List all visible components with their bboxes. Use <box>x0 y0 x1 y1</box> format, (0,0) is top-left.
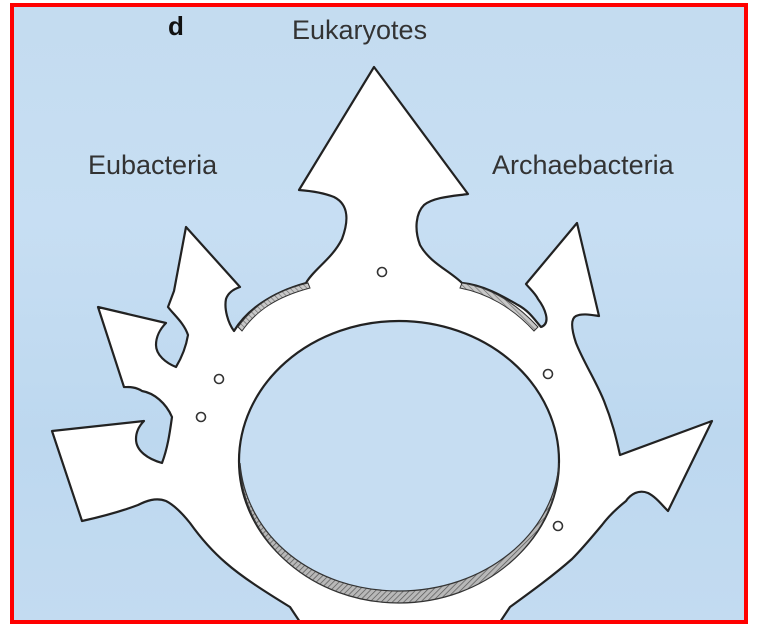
eukaryotes-label: Eukaryotes <box>292 15 427 46</box>
ring-tree-diagram <box>14 7 748 624</box>
archaebacteria-label: Archaebacteria <box>492 150 674 181</box>
panel-letter: d <box>168 11 184 42</box>
node-marker <box>554 522 563 531</box>
eubacteria-label: Eubacteria <box>88 150 217 181</box>
node-marker <box>197 413 206 422</box>
node-marker <box>544 370 553 379</box>
figure-frame: d Eukaryotes Eubacteria Archaebacteria <box>10 3 748 624</box>
node-marker <box>378 268 387 277</box>
node-marker <box>215 375 224 384</box>
